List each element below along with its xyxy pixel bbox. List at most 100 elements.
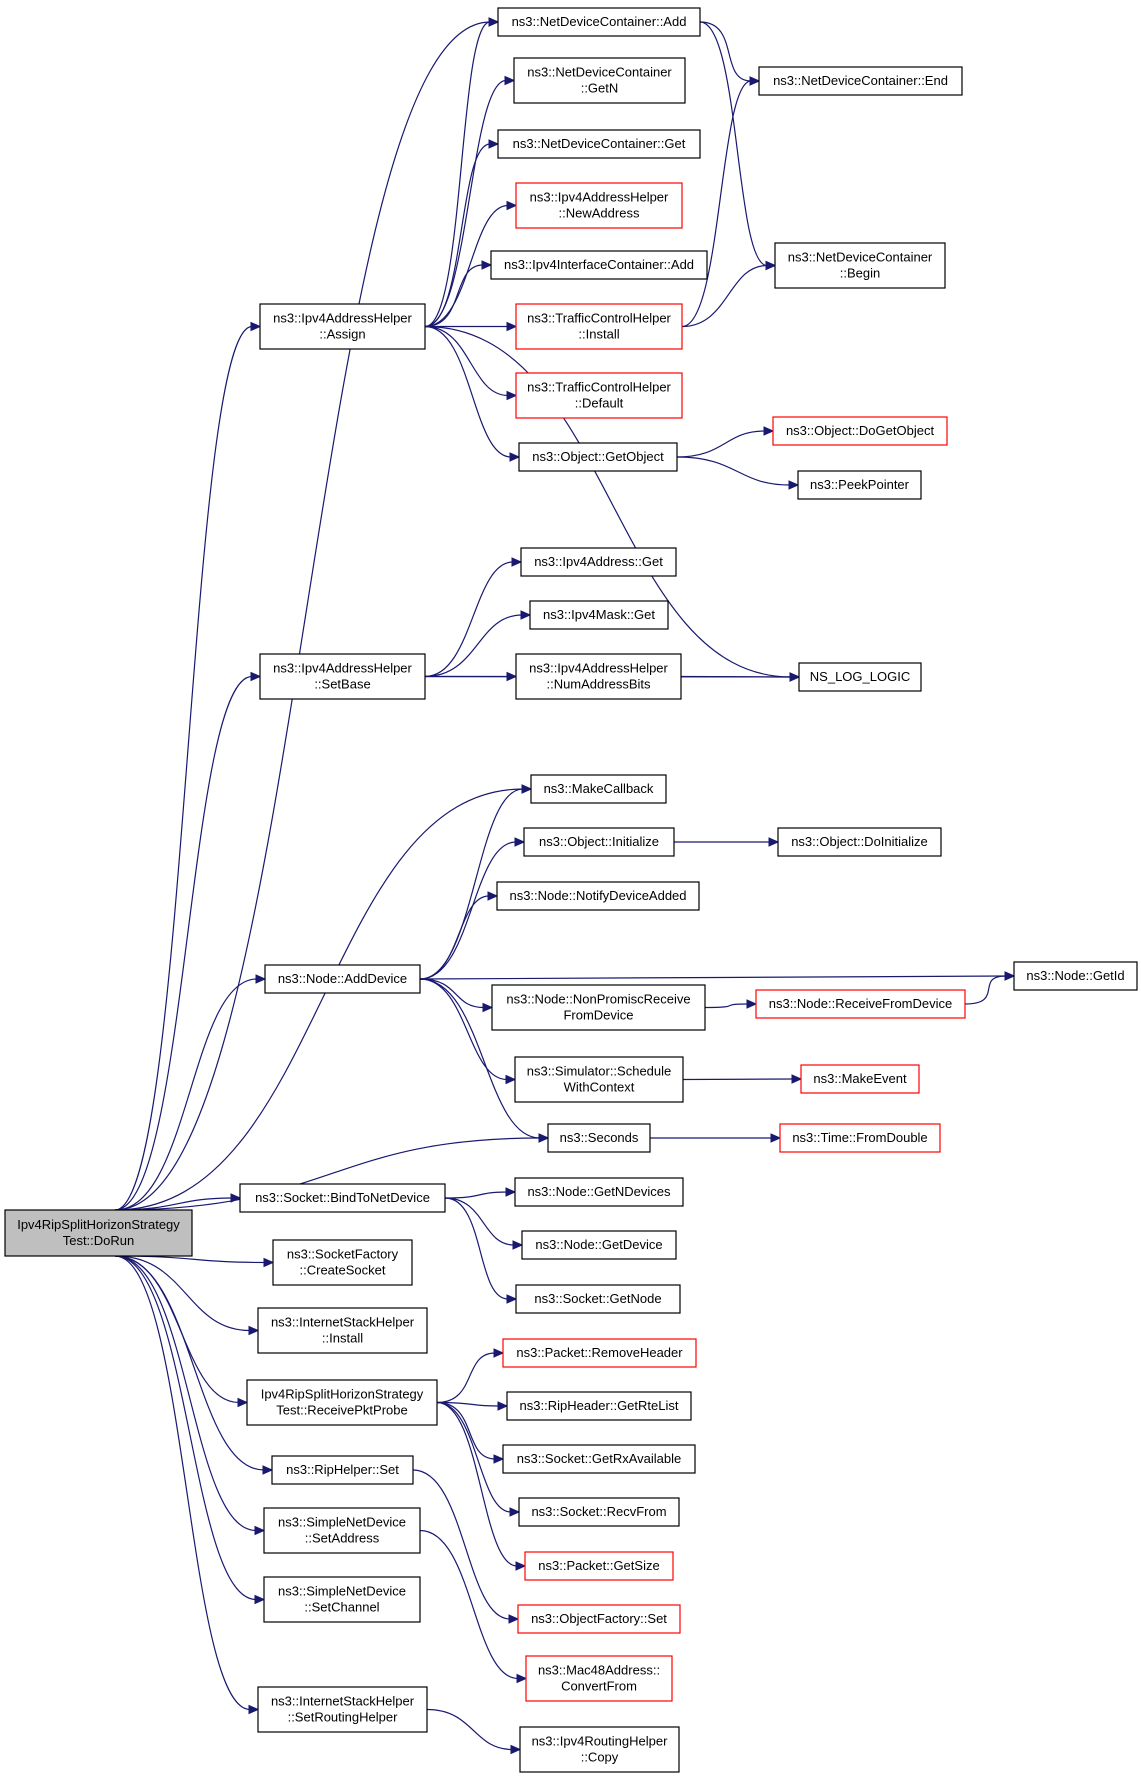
- node-box-obj_getobject[interactable]: [518, 442, 678, 472]
- node-box-socket_getrx[interactable]: [502, 1444, 696, 1474]
- node-seconds[interactable]: ns3::Seconds: [547, 1123, 651, 1153]
- node-socket_getnode[interactable]: ns3::Socket::GetNode: [515, 1284, 681, 1314]
- node-box-ish_setrouting[interactable]: [257, 1686, 428, 1733]
- node-box-makeevent[interactable]: [800, 1064, 920, 1094]
- node-box-sim_schedule[interactable]: [514, 1056, 684, 1103]
- node-box-ish_install[interactable]: [257, 1307, 428, 1354]
- node-box-rsh_receive[interactable]: [246, 1379, 438, 1426]
- node-box-node_getndevices[interactable]: [514, 1177, 684, 1207]
- node-box-node_nonpromisc[interactable]: [491, 984, 706, 1031]
- node-iah_setbase[interactable]: ns3::Ipv4AddressHelper::SetBase: [259, 653, 426, 700]
- node-box-tch_default[interactable]: [515, 372, 683, 419]
- node-obj_getobject[interactable]: ns3::Object::GetObject: [518, 442, 678, 472]
- node-tch_install[interactable]: ns3::TrafficControlHelper::Install: [515, 303, 683, 350]
- node-makecallback[interactable]: ns3::MakeCallback: [530, 774, 667, 804]
- node-node_receivefrom[interactable]: ns3::Node::ReceiveFromDevice: [755, 989, 966, 1019]
- node-box-ipv4mask_get[interactable]: [529, 600, 669, 630]
- node-ish_setrouting[interactable]: ns3::InternetStackHelper::SetRoutingHelp…: [257, 1686, 428, 1733]
- node-node_notify[interactable]: ns3::Node::NotifyDeviceAdded: [496, 881, 700, 911]
- node-ndc_add[interactable]: ns3::NetDeviceContainer::Add: [497, 7, 701, 37]
- node-iic_add[interactable]: ns3::Ipv4InterfaceContainer::Add: [490, 250, 708, 280]
- node-box-time_fromdouble[interactable]: [779, 1123, 941, 1153]
- node-iah_newaddr[interactable]: ns3::Ipv4AddressHelper::NewAddress: [515, 182, 683, 229]
- node-box-node_getid[interactable]: [1013, 961, 1138, 991]
- node-box-makecallback[interactable]: [530, 774, 667, 804]
- node-box-riphelper_set[interactable]: [271, 1455, 414, 1485]
- node-riphelper_set[interactable]: ns3::RipHelper::Set: [271, 1455, 414, 1485]
- node-box-ndc_add[interactable]: [497, 7, 701, 37]
- node-box-objfactory_set[interactable]: [517, 1604, 681, 1634]
- node-makeevent[interactable]: ns3::MakeEvent: [800, 1064, 920, 1094]
- node-ish_install[interactable]: ns3::InternetStackHelper::Install: [257, 1307, 428, 1354]
- node-box-obj_dogetobject[interactable]: [772, 416, 948, 446]
- node-box-root[interactable]: [4, 1209, 193, 1257]
- node-iah_numaddrbits[interactable]: ns3::Ipv4AddressHelper::NumAddressBits: [515, 653, 682, 700]
- node-box-ndc_begin[interactable]: [774, 242, 946, 289]
- node-box-socket_getnode[interactable]: [515, 1284, 681, 1314]
- node-objfactory_set[interactable]: ns3::ObjectFactory::Set: [517, 1604, 681, 1634]
- node-box-ndc_get[interactable]: [497, 129, 701, 159]
- node-box-packet_removeheader[interactable]: [502, 1338, 697, 1368]
- node-box-obj_doinitialize[interactable]: [777, 827, 942, 857]
- node-ndc_end[interactable]: ns3::NetDeviceContainer::End: [758, 66, 963, 96]
- node-ndc_begin[interactable]: ns3::NetDeviceContainer::Begin: [774, 242, 946, 289]
- node-mac48_convert[interactable]: ns3::Mac48Address::ConvertFrom: [525, 1655, 673, 1702]
- node-time_fromdouble[interactable]: ns3::Time::FromDouble: [779, 1123, 941, 1153]
- node-box-ns_log_logic[interactable]: [798, 662, 922, 692]
- node-box-iah_numaddrbits[interactable]: [515, 653, 682, 700]
- node-box-packet_getsize[interactable]: [524, 1551, 674, 1581]
- node-box-ndc_end[interactable]: [758, 66, 963, 96]
- node-sockfactory_create[interactable]: ns3::SocketFactory::CreateSocket: [272, 1239, 413, 1286]
- node-box-irh_copy[interactable]: [519, 1726, 680, 1773]
- node-ndc_get[interactable]: ns3::NetDeviceContainer::Get: [497, 129, 701, 159]
- node-node_getndevices[interactable]: ns3::Node::GetNDevices: [514, 1177, 684, 1207]
- node-ndc_getn[interactable]: ns3::NetDeviceContainer::GetN: [513, 57, 686, 104]
- node-socket_getrx[interactable]: ns3::Socket::GetRxAvailable: [502, 1444, 696, 1474]
- node-box-node_notify[interactable]: [496, 881, 700, 911]
- node-box-snd_setchannel[interactable]: [263, 1576, 421, 1623]
- node-box-iah_setbase[interactable]: [259, 653, 426, 700]
- node-node_getdevice[interactable]: ns3::Node::GetDevice: [521, 1230, 677, 1260]
- node-snd_setaddress[interactable]: ns3::SimpleNetDevice::SetAddress: [263, 1507, 421, 1554]
- node-box-socket_recvfrom[interactable]: [518, 1497, 680, 1527]
- node-ipv4addr_get[interactable]: ns3::Ipv4Address::Get: [520, 547, 677, 577]
- node-ipv4mask_get[interactable]: ns3::Ipv4Mask::Get: [529, 600, 669, 630]
- node-node_getid[interactable]: ns3::Node::GetId: [1013, 961, 1138, 991]
- node-obj_dogetobject[interactable]: ns3::Object::DoGetObject: [772, 416, 948, 446]
- node-box-obj_initialize[interactable]: [523, 827, 675, 857]
- node-obj_initialize[interactable]: ns3::Object::Initialize: [523, 827, 675, 857]
- node-box-mac48_convert[interactable]: [525, 1655, 673, 1702]
- node-box-ripheader_getrtelist[interactable]: [506, 1391, 692, 1421]
- node-tch_default[interactable]: ns3::TrafficControlHelper::Default: [515, 372, 683, 419]
- node-snd_setchannel[interactable]: ns3::SimpleNetDevice::SetChannel: [263, 1576, 421, 1623]
- node-box-iah_newaddr[interactable]: [515, 182, 683, 229]
- node-box-seconds[interactable]: [547, 1123, 651, 1153]
- node-irh_copy[interactable]: ns3::Ipv4RoutingHelper::Copy: [519, 1726, 680, 1773]
- node-iah_assign[interactable]: ns3::Ipv4AddressHelper::Assign: [259, 303, 426, 350]
- node-box-node_receivefrom[interactable]: [755, 989, 966, 1019]
- node-box-tch_install[interactable]: [515, 303, 683, 350]
- node-ripheader_getrtelist[interactable]: ns3::RipHeader::GetRteList: [506, 1391, 692, 1421]
- node-packet_removeheader[interactable]: ns3::Packet::RemoveHeader: [502, 1338, 697, 1368]
- node-ns_log_logic[interactable]: NS_LOG_LOGIC: [798, 662, 922, 692]
- node-box-peekpointer[interactable]: [797, 470, 922, 500]
- node-box-node_getdevice[interactable]: [521, 1230, 677, 1260]
- node-box-socket_bind[interactable]: [239, 1183, 446, 1213]
- node-box-sockfactory_create[interactable]: [272, 1239, 413, 1286]
- node-box-snd_setaddress[interactable]: [263, 1507, 421, 1554]
- node-obj_doinitialize[interactable]: ns3::Object::DoInitialize: [777, 827, 942, 857]
- node-peekpointer[interactable]: ns3::PeekPointer: [797, 470, 922, 500]
- node-box-ndc_getn[interactable]: [513, 57, 686, 104]
- node-socket_recvfrom[interactable]: ns3::Socket::RecvFrom: [518, 1497, 680, 1527]
- node-box-iic_add[interactable]: [490, 250, 708, 280]
- node-node_adddevice[interactable]: ns3::Node::AddDevice: [264, 964, 421, 994]
- node-box-ipv4addr_get[interactable]: [520, 547, 677, 577]
- node-box-node_adddevice[interactable]: [264, 964, 421, 994]
- node-rsh_receive[interactable]: Ipv4RipSplitHorizonStrategyTest::Receive…: [246, 1379, 438, 1426]
- node-box-iah_assign[interactable]: [259, 303, 426, 350]
- node-packet_getsize[interactable]: ns3::Packet::GetSize: [524, 1551, 674, 1581]
- node-socket_bind[interactable]: ns3::Socket::BindToNetDevice: [239, 1183, 446, 1213]
